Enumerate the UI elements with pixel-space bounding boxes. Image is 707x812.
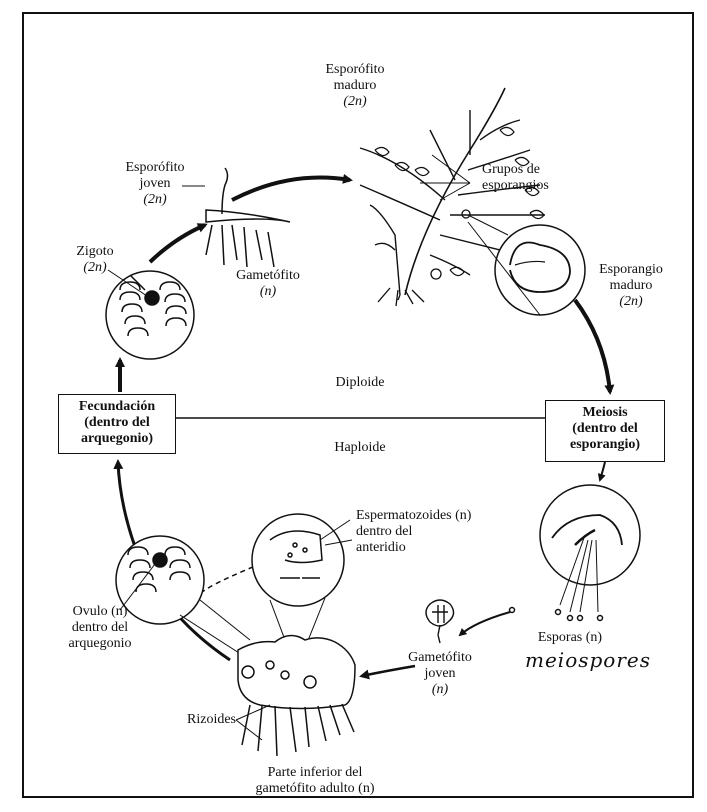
arrow-zygote-to-young: [150, 225, 205, 262]
label-esporas: Esporas (n): [520, 630, 620, 646]
sporangium-inset: [468, 215, 585, 315]
adult-gametophyte: [238, 635, 355, 756]
box-line: esporangio): [552, 437, 658, 453]
label-zigoto: Zigoto (2n): [70, 244, 120, 276]
label-line: Esporófito: [120, 160, 190, 176]
box-line: arquegonio): [65, 431, 169, 447]
label-line: Parte inferior del: [240, 765, 390, 781]
label-parte-inferior: Parte inferior del gametófito adulto (n): [240, 765, 390, 797]
antheridium-inset: [252, 514, 350, 648]
label-rizoides: Rizoides: [160, 712, 236, 728]
label-line: Esporangio: [588, 262, 674, 278]
label-line: (n): [228, 284, 308, 300]
fecundacion-box: Fecundación (dentro del arquegonio): [58, 394, 176, 454]
label-line: (2n): [588, 294, 674, 310]
zygote-inset: [106, 271, 194, 359]
label-esporofito-joven: Esporófito joven (2n): [120, 160, 190, 208]
arrow-young-to-mature: [232, 178, 350, 201]
label-line: (2n): [70, 260, 120, 276]
young-gametophyte: [426, 600, 454, 643]
label-line: Esporófito: [310, 62, 400, 78]
label-line: joven: [400, 666, 480, 682]
label-diploide: Diploide: [320, 375, 400, 391]
releasing-sporangium-inset: [510, 485, 641, 621]
label-line: (2n): [120, 192, 190, 208]
box-line: Fecundación: [65, 399, 169, 415]
label-line: anteridio: [356, 540, 516, 556]
meiosis-box: Meiosis (dentro del esporangio): [545, 400, 665, 462]
label-haploide: Haploide: [320, 440, 400, 456]
label-line: esporangios: [482, 178, 602, 194]
arrow-meiosis-to-spores: [600, 462, 605, 480]
label-line: arquegonio: [60, 636, 140, 652]
label-line: gametófito adulto (n): [240, 781, 390, 797]
label-grupos-esporangios: Grupos de esporangios: [482, 162, 602, 194]
box-line: (dentro del: [552, 421, 658, 437]
label-gametofito-joven: Gametófito joven (n): [400, 650, 480, 698]
label-line: Gametófito: [400, 650, 480, 666]
label-line: Espermatozoides (n): [356, 508, 516, 524]
label-line: joven: [120, 176, 190, 192]
arrow-sporangium-to-meiosis: [575, 300, 610, 392]
label-line: (n): [400, 682, 480, 698]
label-line: Zigoto: [70, 244, 120, 260]
arrow-spore-to-gametophyte: [460, 612, 510, 635]
label-meiospores: meiospores: [525, 648, 651, 672]
label-line: (2n): [310, 94, 400, 110]
box-line: Meiosis: [552, 405, 658, 421]
label-esporofito-maduro: Esporófito maduro (2n): [310, 62, 400, 110]
label-line: dentro del: [356, 524, 516, 540]
label-espermatozoides: Espermatozoides (n) dentro del anteridio: [356, 508, 516, 556]
box-line: (dentro del: [65, 415, 169, 431]
label-esporangio-maduro: Esporangio maduro (2n): [588, 262, 674, 310]
label-line: maduro: [588, 278, 674, 294]
label-line: Gametófito: [228, 268, 308, 284]
label-ovulo: Ovulo (n) dentro del arquegonio: [60, 604, 140, 652]
label-line: Ovulo (n): [60, 604, 140, 620]
label-line: dentro del: [60, 620, 140, 636]
label-gametofito: Gametófito (n): [228, 268, 308, 300]
label-line: Grupos de: [482, 162, 602, 178]
label-line: maduro: [310, 78, 400, 94]
